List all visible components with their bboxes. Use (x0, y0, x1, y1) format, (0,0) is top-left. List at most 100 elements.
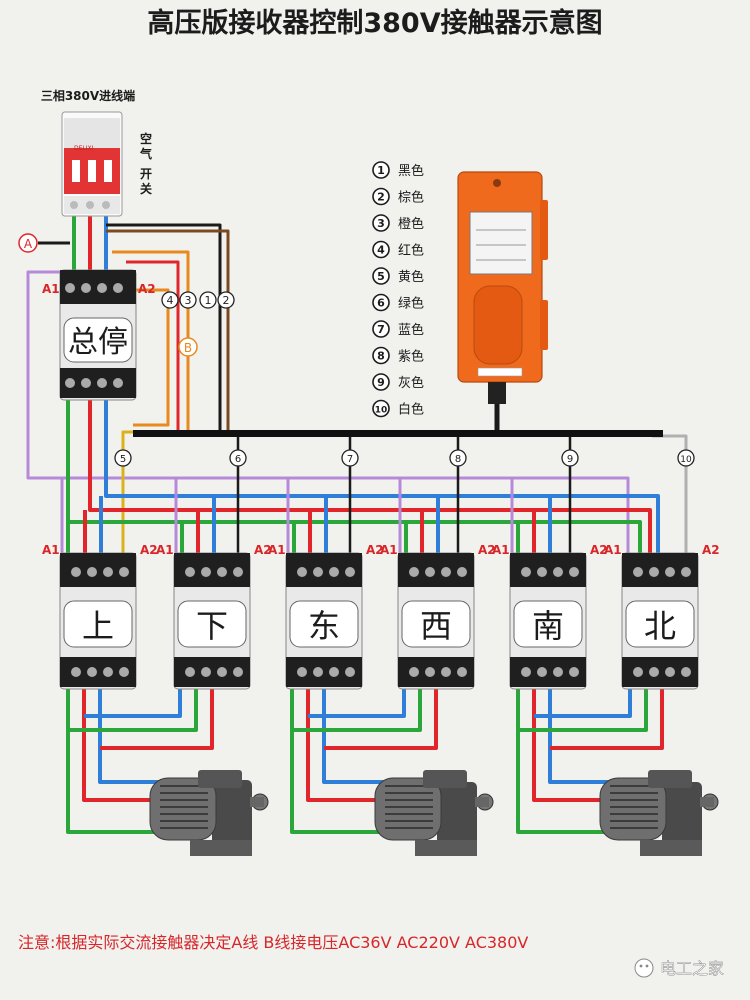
terminal-a2: A2 (254, 543, 272, 557)
motor (599, 770, 719, 856)
legend-number: 10 (375, 406, 388, 416)
contactor-label: 北 (644, 607, 676, 645)
legend-item: 2 棕色 (372, 187, 424, 206)
terminal-a2: A2 (366, 543, 384, 557)
svg-text:10: 10 (680, 455, 692, 465)
legend-color-name: 灰色 (398, 375, 424, 391)
wire-marker: 5 (114, 449, 132, 467)
legend-color-name: 白色 (398, 402, 424, 418)
legend-number: 1 (377, 164, 385, 177)
breaker-label-char-4: 关 (140, 181, 152, 196)
legend-item: 8 紫色 (372, 346, 424, 365)
terminal-a1: A1 (492, 543, 510, 557)
terminal-a1: A1 (604, 543, 622, 557)
legend-number: 7 (377, 323, 385, 336)
terminal-a2: A2 (140, 543, 158, 557)
terminal-a1: A1 (42, 543, 60, 557)
legend-color-name: 红色 (398, 243, 424, 259)
legend-color-name: 黑色 (398, 163, 424, 179)
air-breaker: DELIXI (61, 111, 123, 217)
contactor-label: 下 (196, 607, 228, 645)
main-contactor: 总停 A1 A2 (42, 269, 156, 401)
page-title: 高压版接收器控制380V接触器示意图 (147, 7, 602, 39)
legend-color-name: 紫色 (398, 349, 424, 365)
breaker-label-char-1: 空 (140, 131, 152, 146)
contactor: 南 A1 A2 (492, 543, 608, 690)
wire-purple-drops (60, 478, 514, 560)
wire-yellow-5 (121, 430, 133, 558)
warning-note: 注意:根据实际交流接触器决定A线 B线接电压AC36V AC220V AC380… (18, 933, 528, 952)
terminal-a1: A1 (380, 543, 398, 557)
wire-black-1 (106, 223, 222, 431)
wechat-icon (634, 958, 654, 978)
bus-wire-markers: 5 6 7 8 9 10 (114, 449, 695, 467)
legend-color-name: 棕色 (398, 190, 424, 206)
main-contactor-label: 总停 (68, 325, 128, 360)
terminal-a2: A2 (590, 543, 608, 557)
main-terminal-a2: A2 (138, 282, 156, 296)
legend-number: 5 (377, 270, 385, 283)
wire-marker: 2 (217, 291, 235, 309)
motors (149, 770, 719, 856)
wires (26, 215, 688, 834)
legend-item: 5 黄色 (372, 267, 424, 285)
legend-item: 4 红色 (372, 240, 424, 259)
svg-text:2: 2 (223, 294, 230, 307)
wire-marker: 6 (229, 449, 247, 467)
legend-color-name: 绿色 (398, 296, 424, 312)
legend-color-name: 蓝色 (398, 322, 424, 338)
svg-text:7: 7 (347, 454, 353, 465)
legend-item: 6 绿色 (372, 293, 424, 312)
control-bus-bar (133, 430, 663, 437)
terminal-a1: A1 (156, 543, 174, 557)
legend-number: 6 (377, 297, 385, 310)
legend-number: 8 (377, 350, 385, 363)
svg-text:A: A (24, 237, 33, 251)
terminal-a1: A1 (268, 543, 286, 557)
line-b-marker: B (178, 337, 198, 357)
motor (374, 770, 494, 856)
wire-motor-3 (516, 688, 664, 834)
contactor-label: 南 (532, 607, 564, 645)
legend-item: 1 黑色 (372, 161, 424, 179)
terminal-a2: A2 (478, 543, 496, 557)
wire-marker: 7 (341, 449, 359, 467)
wire-motor-2 (290, 688, 438, 834)
legend-number: 2 (377, 191, 385, 204)
contactor-label: 上 (82, 607, 114, 645)
svg-text:6: 6 (235, 454, 241, 465)
wire-marker: 9 (561, 449, 579, 467)
contactor: 北 A1 A2 (604, 543, 720, 690)
main-wire-markers: 4 3 1 2 (161, 291, 235, 309)
breaker-brand: DELIXI (74, 145, 94, 152)
terminal-a2: A2 (702, 543, 720, 557)
legend-item: 10 白色 (372, 399, 424, 418)
input-label: 三相380V进线端 (41, 88, 135, 103)
breaker-label-char-3: 开 (140, 167, 152, 181)
line-a-marker: A (18, 233, 38, 253)
svg-text:4: 4 (167, 294, 174, 307)
legend-color-name: 橙色 (398, 216, 424, 232)
wire-red-4 (126, 260, 180, 431)
wire-orange-3 (112, 250, 190, 431)
contactor: 上 A1 A2 (42, 543, 158, 690)
wire-red-main-out (88, 396, 652, 578)
legend-color-name: 黄色 (398, 269, 424, 285)
motor (149, 770, 269, 856)
svg-text:1: 1 (205, 294, 212, 307)
legend-item: 7 蓝色 (372, 320, 424, 338)
wire-marker: 3 (179, 291, 197, 309)
wire-marker: 1 (199, 291, 217, 309)
svg-text:5: 5 (120, 454, 126, 465)
svg-text:9: 9 (567, 454, 573, 465)
breaker-label-char-2: 气 (139, 146, 152, 161)
wire-marker: 10 (677, 449, 695, 467)
wire-brown-2 (106, 229, 230, 431)
wire-blue-main-out (104, 396, 660, 578)
remote-receiver (457, 171, 548, 404)
legend-number: 4 (377, 244, 385, 257)
wire-motor-1 (66, 688, 214, 834)
watermark: 电工之家 (634, 958, 724, 978)
